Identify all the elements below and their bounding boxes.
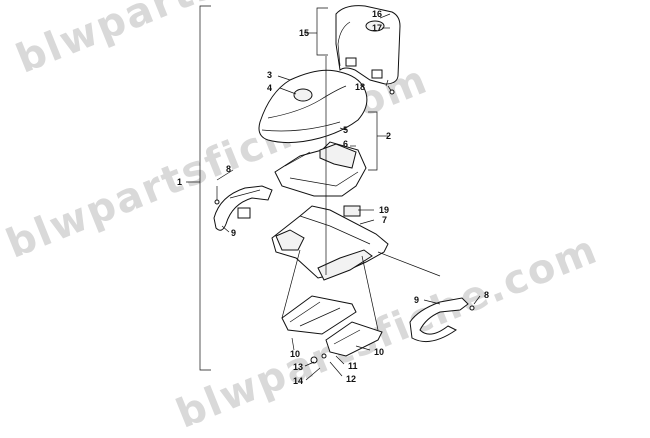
callout-5: 5 [343,125,348,135]
bracket-1 [186,5,211,371]
leader-lines [216,13,481,381]
seat-cushion [258,69,368,144]
callout-13: 13 [293,362,303,372]
callout-4: 4 [267,83,272,93]
callout-1: 1 [177,177,182,187]
callout-16: 16 [372,9,382,19]
callout-10-left: 10 [290,349,300,359]
slide-rails [281,295,383,364]
callout-3: 3 [267,70,272,80]
backrest [335,5,401,95]
callout-6: 6 [343,139,348,149]
callout-17: 17 [372,23,382,33]
seat-frame [271,205,389,281]
callout-15: 15 [299,28,309,38]
grab-handle-left [213,185,273,231]
grab-handle-right [409,297,475,343]
callout-9-left: 9 [231,228,236,238]
callout-2: 2 [386,131,391,141]
callout-10-right: 10 [374,347,384,357]
callout-14: 14 [293,376,303,386]
callout-19: 19 [379,205,389,215]
callout-8-right: 8 [484,290,489,300]
callout-8-left: 8 [226,164,231,174]
bracket-15 [304,7,328,56]
bracket-2 [368,111,388,171]
seat-pan [274,141,367,197]
callout-7: 7 [382,215,387,225]
callout-12: 12 [346,374,356,384]
callout-18: 18 [355,82,365,92]
seat-exploded-diagram: 1 2 3 4 5 6 7 8 9 10 11 12 13 14 15 16 1… [177,5,489,386]
callout-9-right: 9 [414,295,419,305]
callout-11: 11 [348,361,358,371]
